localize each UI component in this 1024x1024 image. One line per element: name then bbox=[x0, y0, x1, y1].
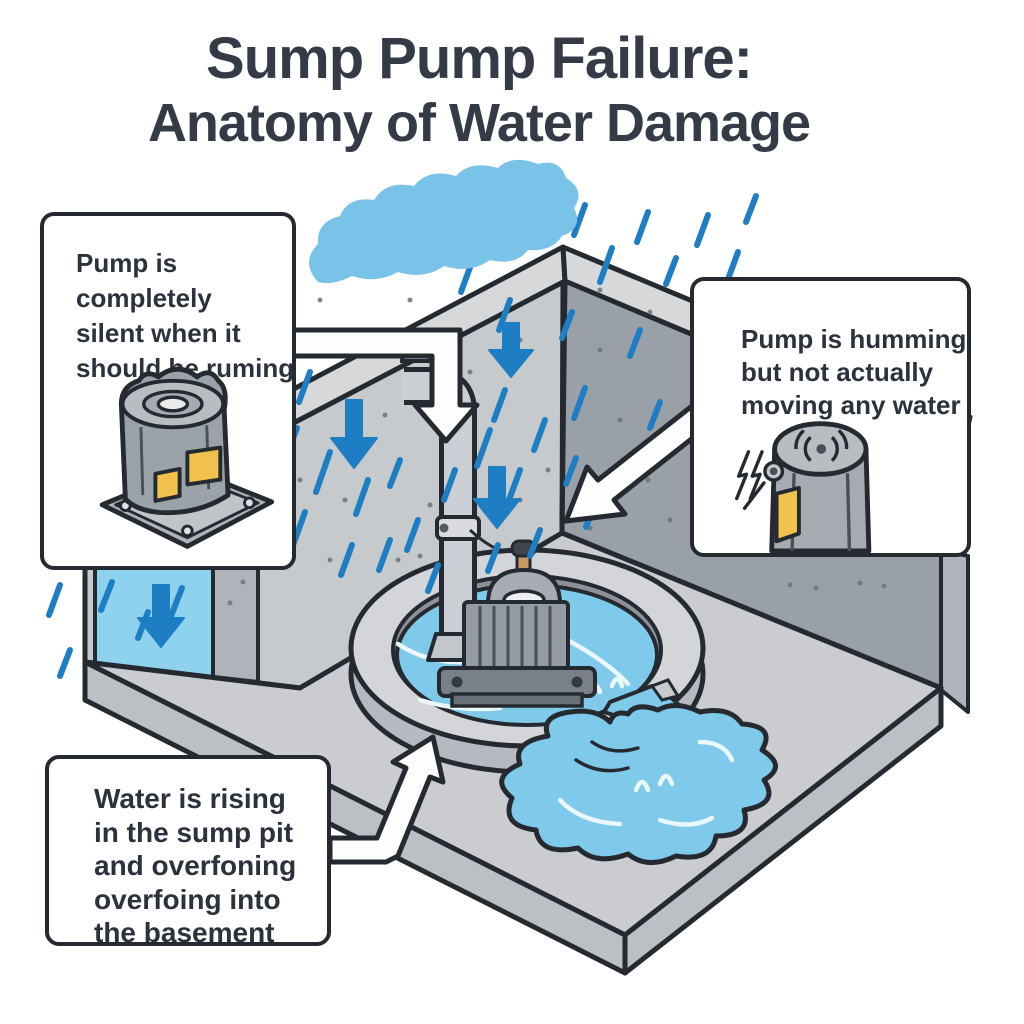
pump-label-yellow bbox=[774, 485, 801, 544]
pointer-arrow-rising bbox=[327, 734, 446, 865]
right-wall-end-face bbox=[939, 548, 970, 714]
flange-bolt bbox=[451, 676, 463, 688]
pump-label-yellow bbox=[153, 466, 182, 503]
callout-text-line: and overfoning bbox=[94, 850, 297, 881]
callout-text-line: silent when it bbox=[76, 318, 241, 348]
callout-text-line: Pump is bbox=[76, 248, 178, 278]
pipe-clamp bbox=[435, 515, 481, 541]
callout-text-line: Water is rising bbox=[94, 783, 286, 814]
humming-pump-illustration bbox=[735, 421, 872, 553]
callout-pump-humming: Pump is humming but not actually moving … bbox=[690, 277, 971, 557]
slab-front-right-face bbox=[622, 685, 944, 976]
page-title: Sump Pump Failure: Anatomy of Water Dama… bbox=[0, 26, 958, 153]
clamp-bolt bbox=[439, 523, 449, 533]
callout-pointer-arrows bbox=[290, 327, 711, 865]
rain-cloud bbox=[309, 159, 579, 284]
silent-pump-illustration bbox=[99, 366, 275, 549]
water-seep-down-arrows bbox=[137, 322, 534, 648]
humming-waves-icon bbox=[794, 429, 849, 462]
pump-skirt bbox=[450, 692, 584, 708]
title-line-2: Anatomy of Water Damage bbox=[147, 93, 811, 153]
callout-text-line: completely bbox=[76, 283, 212, 313]
title-line-1: Sump Pump Failure: bbox=[206, 26, 753, 91]
callout-text-line: overfoing into bbox=[94, 883, 281, 915]
callout-water-rising: Water is rising in the sump pit and over… bbox=[45, 755, 331, 946]
callout-text-line: moving any water bbox=[741, 390, 961, 420]
submersible-pump bbox=[437, 539, 597, 708]
callout-pump-silent: Pump is completely silent when it should… bbox=[40, 212, 296, 570]
pump-label-yellow bbox=[185, 445, 223, 487]
callout-text-line: but not actually bbox=[741, 357, 934, 387]
callout-text-line: Pump is humming bbox=[741, 324, 967, 354]
pump-ribs bbox=[478, 606, 552, 666]
rim-cut-face bbox=[649, 678, 681, 702]
flange-bolt bbox=[571, 676, 583, 688]
callout-text-line: the basement bbox=[94, 917, 275, 946]
vibration-zigzag-icon bbox=[735, 450, 766, 510]
pointer-arrow-silent bbox=[290, 327, 480, 444]
callout-text-line: in the sump pit bbox=[94, 816, 294, 848]
overflow-puddle bbox=[499, 678, 778, 865]
